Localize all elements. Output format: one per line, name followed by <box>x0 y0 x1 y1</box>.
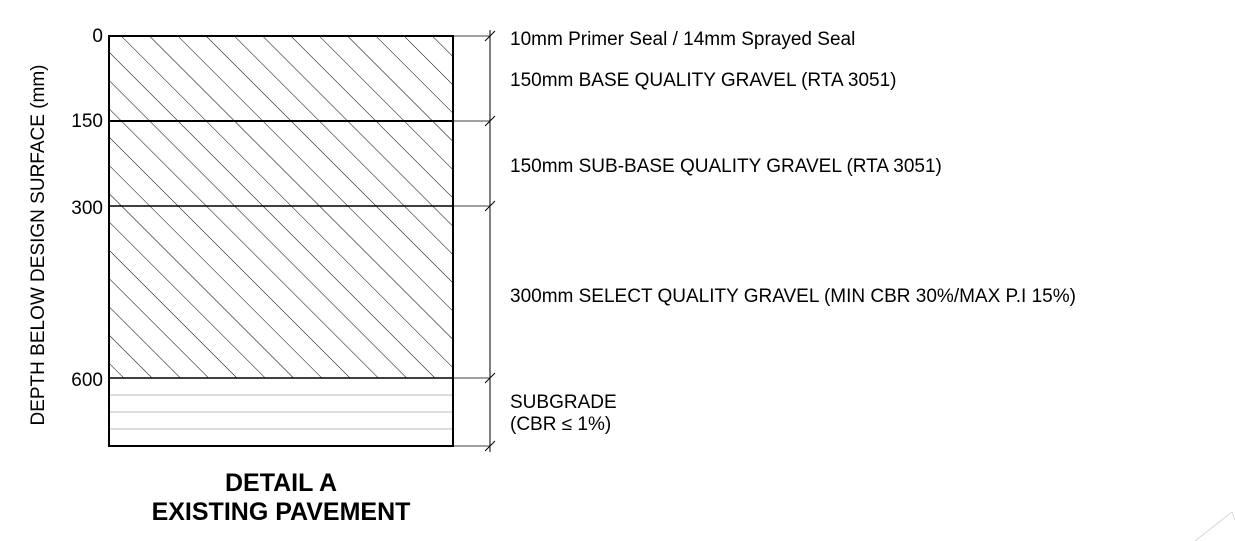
depth-tick-150: 150 <box>71 111 103 132</box>
depth-tick-0: 0 <box>92 26 103 47</box>
layer-label-subgrade: SUBGRADE <box>510 392 617 413</box>
depth-tick-300: 300 <box>71 198 103 219</box>
detail-title-line1: DETAIL A <box>225 469 337 497</box>
hatched-gravel-layers <box>109 36 453 378</box>
layer-label-seal: 10mm Primer Seal / 14mm Sprayed Seal <box>510 29 855 50</box>
subgrade-layer <box>110 394 453 430</box>
layer-label-select: 300mm SELECT QUALITY GRAVEL (MIN CBR 30%… <box>510 286 1076 307</box>
detail-title-line2: EXISTING PAVEMENT <box>152 498 411 526</box>
corner-mark <box>1194 511 1235 541</box>
dimension-line <box>453 30 496 452</box>
layer-label-subgrade-cbr: (CBR ≤ 1%) <box>510 414 611 435</box>
layer-label-subbase: 150mm SUB-BASE QUALITY GRAVEL (RTA 3051) <box>510 156 942 177</box>
depth-tick-600: 600 <box>71 370 103 391</box>
pavement-section-box <box>108 35 454 447</box>
y-axis-label: DEPTH BELOW DESIGN SURFACE (mm) <box>28 64 49 425</box>
layer-label-base: 150mm BASE QUALITY GRAVEL (RTA 3051) <box>510 70 897 91</box>
